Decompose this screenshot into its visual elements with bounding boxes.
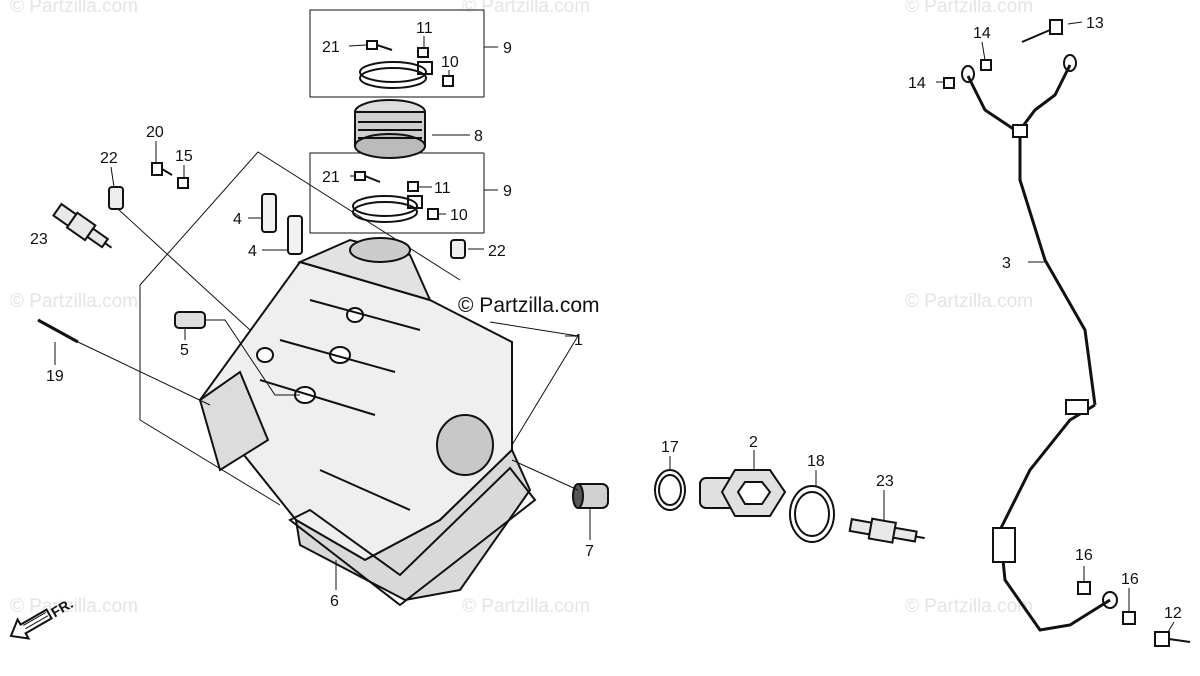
callout-18: 18: [807, 453, 825, 470]
cylinder-head-bracket: [139, 151, 579, 506]
nut-16-left: [1077, 581, 1091, 595]
watermark-top-right: © Partzilla.com: [905, 0, 1033, 17]
joint-2: [699, 469, 787, 517]
callout-4-lower: 4: [248, 243, 257, 260]
callout-19: 19: [46, 368, 64, 385]
callout-2: 2: [749, 434, 758, 451]
callout-21-top: 21: [322, 39, 340, 56]
screw-21-lower: [354, 171, 381, 183]
callout-13: 13: [1086, 15, 1104, 32]
nut-14-upper: [980, 59, 992, 71]
o-ring-18: [789, 485, 835, 543]
callout-23-right: 23: [876, 473, 894, 490]
head-gasket-6: [288, 466, 537, 607]
nut-14-lower: [943, 77, 955, 89]
nut-10-lower: [427, 208, 439, 220]
cap-plug-7: [572, 483, 609, 509]
callout-21-lower: 21: [322, 169, 340, 186]
valve-guide-4-upper: [261, 193, 277, 233]
callout-12: 12: [1164, 605, 1182, 622]
callout-6: 6: [330, 593, 339, 610]
leader-lines: [54, 21, 1175, 633]
callout-15: 15: [175, 148, 193, 165]
valve-guide-4-lower: [287, 215, 303, 255]
callout-22-right: 22: [488, 243, 506, 260]
bolt-12: [1154, 631, 1191, 647]
callout-8: 8: [474, 128, 483, 145]
carburetor-insulator: [354, 99, 426, 159]
watermarks: © Partzilla.com © Partzilla.com © Partzi…: [10, 0, 1033, 617]
watermark-bottom-right: © Partzilla.com: [905, 596, 1033, 617]
bolt-13: [1021, 19, 1063, 43]
dowel-pin-22-left: [108, 186, 124, 210]
clamp-band-lower: [352, 195, 423, 223]
callout-3: 3: [1002, 255, 1011, 272]
cylinder-head: [198, 237, 532, 602]
wire-harness-3: [961, 54, 1118, 632]
callout-7: 7: [585, 543, 594, 560]
callout-10-lower: 10: [450, 207, 468, 224]
callout-22-left: 22: [100, 150, 118, 167]
watermark-bottom-center: © Partzilla.com: [462, 596, 590, 617]
callout-9-lower: 9: [503, 183, 512, 200]
watermark-mid-left: © Partzilla.com: [10, 291, 138, 312]
watermark-mid-right: © Partzilla.com: [905, 291, 1033, 312]
assembly-bracket-top: [309, 9, 498, 98]
bolt-20: [151, 162, 173, 176]
callouts: 1 2 3 4 4 5 6 7 8 9 9 10 10 11 11 12 13 …: [30, 15, 1182, 622]
callout-17: 17: [661, 439, 679, 456]
dowel-pin-22-right: [450, 239, 466, 259]
callout-11-top: 11: [416, 20, 433, 37]
brand-label: © Partzilla.com: [458, 294, 600, 317]
nut-10-top: [442, 75, 454, 87]
screw-21-top: [366, 40, 393, 51]
callout-14-upper: 14: [973, 25, 991, 42]
callout-23-left: 23: [30, 231, 48, 248]
callout-4-upper: 4: [233, 211, 242, 228]
watermark-top-center: © Partzilla.com: [462, 0, 590, 17]
callout-16-right: 16: [1121, 571, 1139, 588]
watermark-top-left: © Partzilla.com: [10, 0, 138, 17]
callout-16-left: 16: [1075, 547, 1093, 564]
clamp-band-top: [359, 61, 433, 89]
stud-bolt-19: [37, 318, 79, 344]
callout-10-top: 10: [441, 54, 459, 71]
nut-11-lower: [407, 181, 419, 192]
callout-9-top: 9: [503, 40, 512, 57]
callout-11-lower: 11: [434, 180, 451, 197]
callout-5: 5: [180, 342, 189, 359]
spark-plug-23-left: [52, 202, 113, 249]
o-ring-17: [654, 469, 686, 511]
callout-14-lower: 14: [908, 75, 926, 92]
plug-5: [174, 311, 206, 329]
spark-plug-23-right: [848, 517, 925, 544]
callout-20: 20: [146, 124, 164, 141]
nut-16-right: [1122, 611, 1136, 625]
callout-1: 1: [574, 332, 583, 349]
washer-15: [177, 177, 189, 189]
nut-11-top: [417, 47, 429, 58]
